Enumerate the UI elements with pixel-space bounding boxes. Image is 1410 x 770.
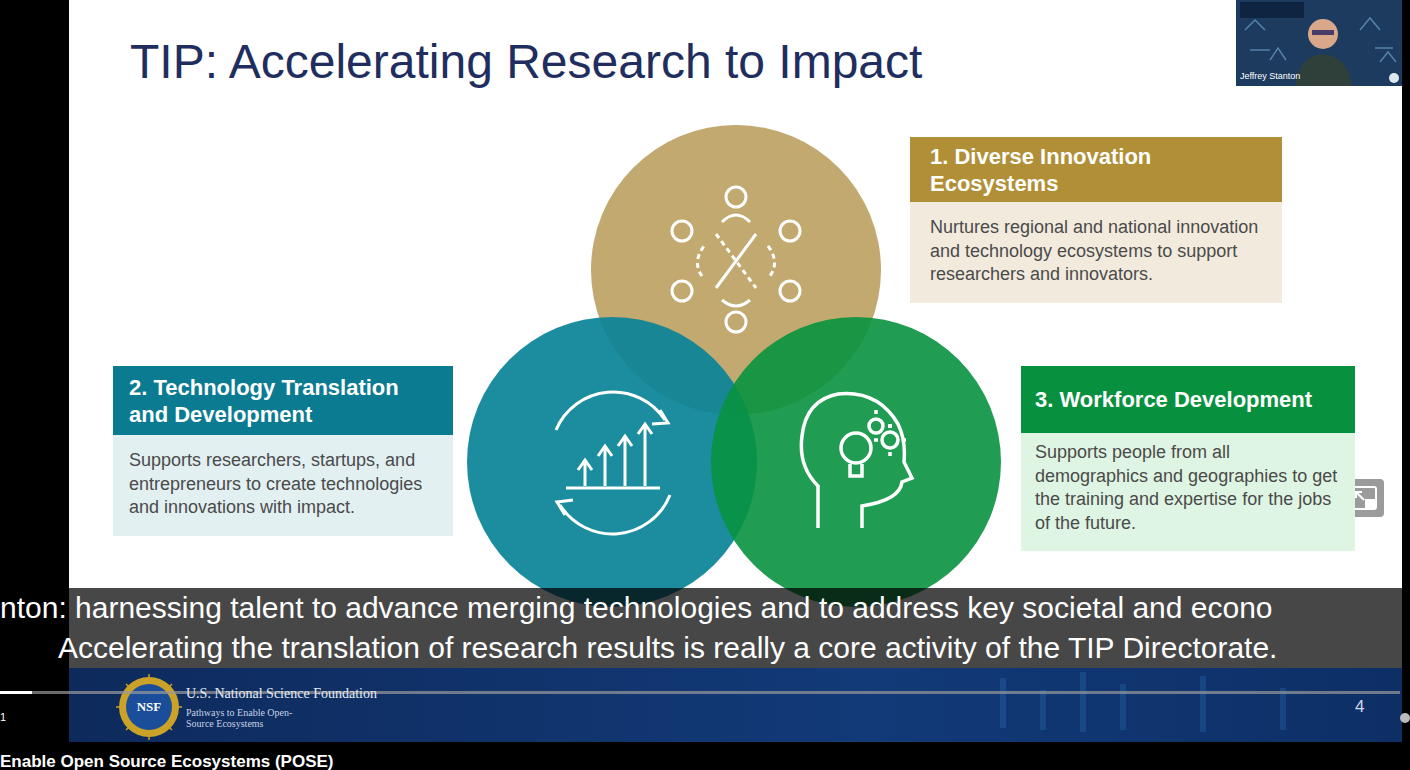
subtitle-line: Accelerating the translation of research… [58,630,1277,666]
card-body: Nurtures regional and national innovatio… [910,202,1282,303]
footer-program: Pathways to Enable Open-Source Ecosystem… [186,707,316,729]
timestamp: 1 [0,711,6,723]
card-heading: 3. Workforce Development [1021,366,1355,433]
logo-text: NSF [131,699,167,715]
slide-title: TIP: Accelerating Research to Impact [130,34,922,89]
subtitle-line: nton: harnessing talent to advance mergi… [0,590,1273,626]
card-body: Supports people from all demographics an… [1021,433,1355,551]
text-card: 2. Technology Translation and Developmen… [113,366,453,536]
card-heading: 1. Diverse Innovation Ecosystems [910,137,1282,202]
text-card: 3. Workforce DevelopmentSupports people … [1021,366,1355,551]
speaker-name: Jeffrey Stanton [1240,71,1300,81]
text-card: 1. Diverse Innovation EcosystemsNurtures… [910,137,1282,303]
card-heading: 2. Technology Translation and Developmen… [113,366,453,435]
video-title: Enable Open Source Ecosystems (POSE) [0,752,334,770]
footer-org: U.S. National Science Foundation [186,686,377,702]
card-body: Supports researchers, startups, and entr… [113,435,453,536]
page-number: 4 [1355,697,1364,717]
